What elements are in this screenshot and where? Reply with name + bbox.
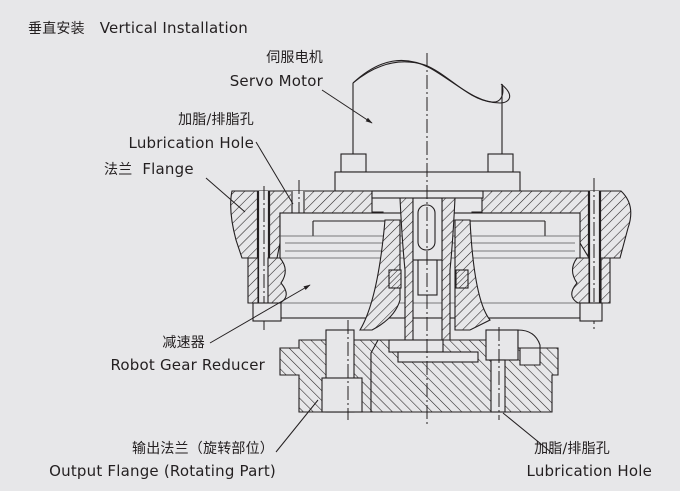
gear-reducer-label-zh: 减速器 bbox=[162, 335, 205, 351]
leader-lines bbox=[205, 89, 553, 454]
flange-label: 法兰 Flange bbox=[104, 160, 194, 179]
gear-reducer-leader bbox=[209, 284, 311, 344]
title-zh: 垂直安装 bbox=[28, 21, 85, 37]
servo-motor-label-en: Servo Motor bbox=[229, 72, 323, 90]
output-flange-label-zh: 输出法兰（旋转部位） bbox=[132, 441, 274, 457]
lubrication-hole-top-leader bbox=[255, 141, 294, 205]
servo-motor-leader bbox=[321, 89, 373, 124]
flange-label-en: Flange bbox=[142, 160, 194, 178]
flange-label-zh: 法兰 bbox=[104, 162, 133, 178]
output-flange-label-en: Output Flange (Rotating Part) bbox=[49, 462, 276, 480]
flange-leader bbox=[205, 177, 246, 213]
lubrication-hole-top-label-zh: 加脂/排脂孔 bbox=[178, 112, 254, 128]
lubrication-hole-top-label-en: Lubrication Hole bbox=[128, 134, 254, 152]
output-flange bbox=[279, 320, 559, 420]
input-shaft bbox=[359, 190, 491, 351]
gear-reducer-label-en: Robot Gear Reducer bbox=[110, 356, 265, 374]
output-flange-leader bbox=[275, 399, 319, 453]
lubrication-hole-bottom-leader bbox=[502, 412, 553, 454]
lubrication-hole-bottom-label-zh: 加脂/排脂孔 bbox=[534, 441, 610, 457]
flange bbox=[230, 178, 632, 330]
servo-motor-label-zh: 伺服电机 bbox=[266, 50, 323, 66]
lubrication-hole-bottom-label-en: Lubrication Hole bbox=[526, 462, 652, 480]
title-en: Vertical Installation bbox=[99, 19, 248, 37]
diagram-title: 垂直安装 Vertical Installation bbox=[28, 19, 248, 38]
